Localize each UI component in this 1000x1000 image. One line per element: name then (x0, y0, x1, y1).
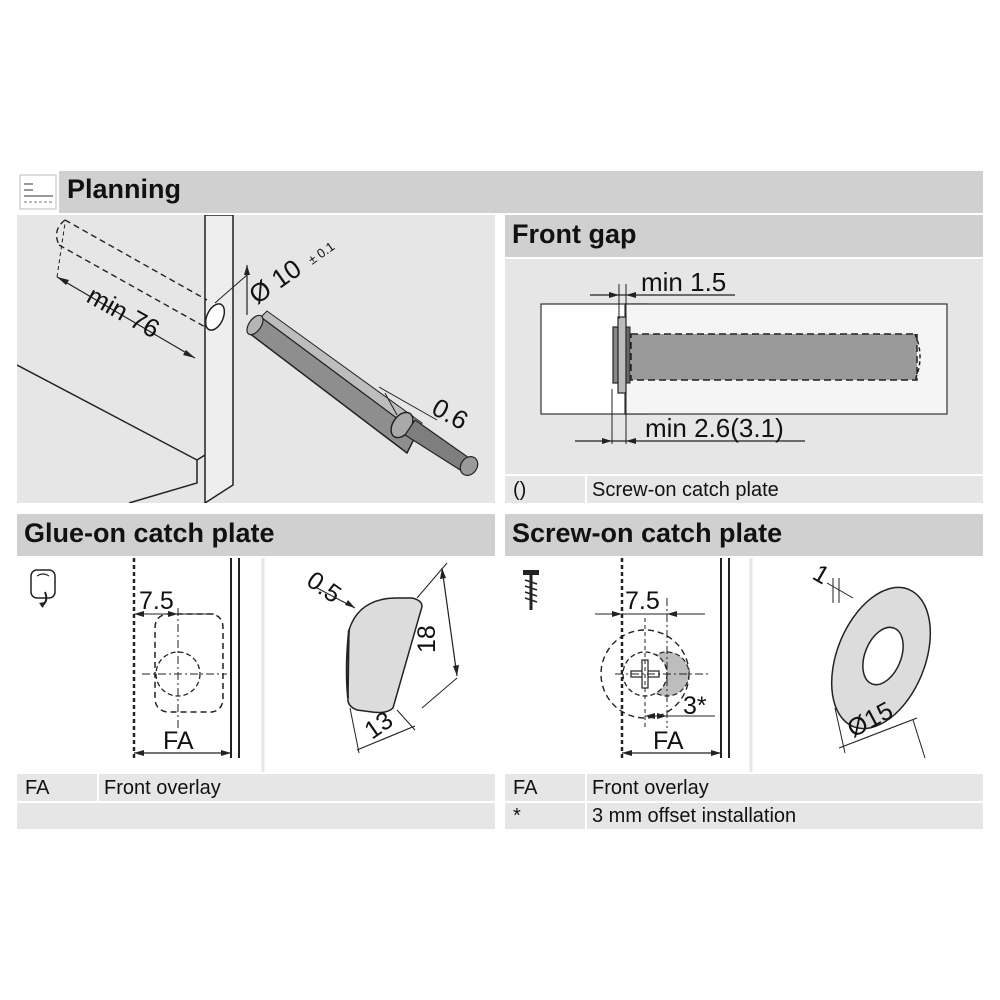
glue-on-legend-empty (17, 803, 495, 829)
dim-collar-label: 0.6 (427, 392, 473, 436)
dim-min-gap-label: min 1.5 (641, 267, 726, 297)
glue-dim-offset-label: 7.5 (139, 587, 174, 615)
glue-icon (30, 569, 56, 608)
legend-key: * (513, 805, 521, 827)
dim-depth-label: min 76 (82, 280, 165, 344)
screw-on-panel: 7.5 3* FA 1 Ø15 (505, 558, 983, 772)
screw-dim-shift-label: 3* (683, 692, 707, 720)
planning-icon (17, 171, 61, 213)
glue-dim-fa-label: FA (163, 727, 194, 755)
front-gap-legend-row: () Screw-on catch plate (505, 476, 983, 503)
front-gap-drawing: min 1.5 min 2.6(3.1) (540, 267, 948, 444)
legend-text: Screw-on catch plate (592, 479, 779, 501)
legend-text: Front overlay (592, 777, 709, 799)
front-gap-title: Front gap (512, 219, 637, 249)
legend-key: FA (25, 777, 50, 799)
page-title: Planning (67, 174, 181, 204)
legend-text: 3 mm offset installation (592, 805, 797, 827)
legend-key: () (513, 479, 527, 501)
planning-header (17, 171, 983, 213)
dim-min-depth-label: min 2.6(3.1) (645, 413, 784, 443)
planning-drawing: min 76 Ø 10 ± 0.1 0.6 (16, 214, 479, 505)
screw-on-legend-row-2: * 3 mm offset installation (505, 803, 983, 829)
screw-on-drawing: 7.5 3* FA 1 Ø15 (523, 558, 932, 772)
legend-key: FA (513, 777, 538, 799)
glue-dim-thickness-label: 0.5 (302, 566, 347, 609)
glue-dim-height-label: 18 (413, 625, 441, 653)
glue-on-title: Glue-on catch plate (24, 518, 275, 548)
glue-on-header (17, 514, 495, 556)
dim-tolerance-label: ± 0.1 (305, 239, 337, 268)
front-gap-header (505, 215, 983, 257)
screw-on-title: Screw-on catch plate (512, 518, 783, 548)
dim-diameter-label: Ø 10 (243, 253, 306, 310)
screw-on-legend-row-1: FA Front overlay (505, 774, 983, 801)
screw-icon (523, 570, 539, 610)
front-gap-panel: min 1.5 min 2.6(3.1) (505, 259, 983, 474)
glue-dim-width-label: 13 (359, 706, 398, 745)
screw-dim-thickness-label: 1 (808, 559, 834, 590)
screw-dim-fa-label: FA (653, 727, 684, 755)
legend-text: Front overlay (104, 777, 221, 799)
glue-on-legend-row: FA Front overlay (17, 774, 495, 801)
glue-on-panel: 7.5 FA 0.5 18 13 (17, 558, 495, 772)
planning-panel: min 76 Ø 10 ± 0.1 0.6 (16, 214, 495, 505)
screw-on-header (505, 514, 983, 556)
screw-dim-offset-label: 7.5 (625, 587, 660, 615)
glue-on-drawing: 7.5 FA 0.5 18 13 (30, 558, 459, 772)
